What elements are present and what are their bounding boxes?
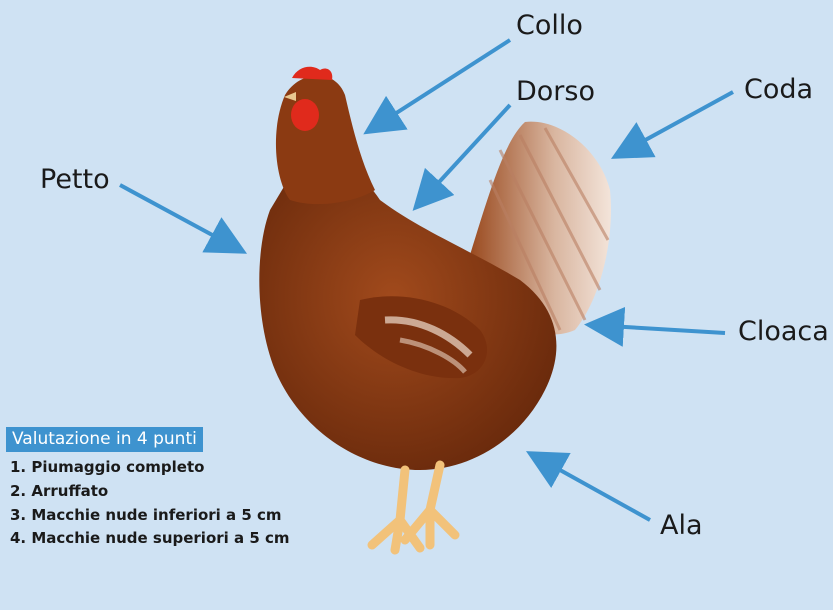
label-petto: Petto [40,164,110,195]
legend-item: 4. Macchie nude superiori a 5 cm [10,529,290,548]
label-collo: Collo [516,10,583,41]
scoring-legend: Valutazione in 4 punti 1. Piumaggio comp… [6,427,290,547]
arrows [119,38,734,522]
label-cloaca: Cloaca [738,316,829,347]
hen-illustration [259,66,611,555]
label-coda: Coda [744,74,814,105]
arrow-cloaca [584,306,726,347]
legend-item: 2. Arruffato [10,481,109,500]
arrow-petto [119,183,248,254]
hen-legs [367,460,460,555]
label-ala: Ala [660,510,703,541]
legend-item: 3. Macchie nude inferiori a 5 cm [10,505,282,524]
arrow-coda [610,90,734,159]
hen-comb [292,66,333,80]
legend-title: Valutazione in 4 punti [6,427,203,452]
arrow-collo [363,38,512,135]
arrow-dorso [412,103,512,211]
arrow-ala [526,451,651,522]
hen-wattle [291,99,319,131]
legend-item: 1. Piumaggio completo [10,458,205,476]
label-dorso: Dorso [516,76,595,107]
